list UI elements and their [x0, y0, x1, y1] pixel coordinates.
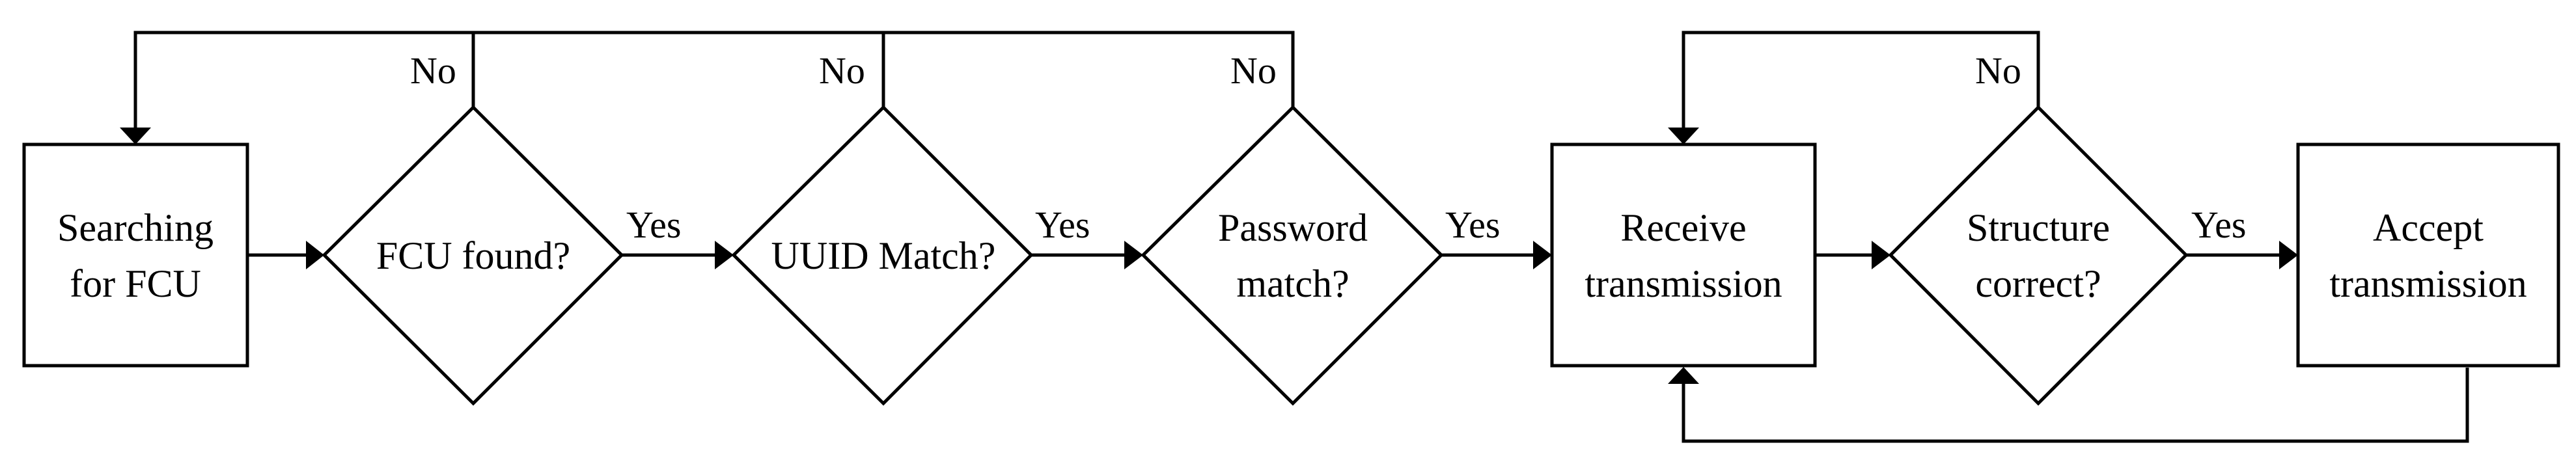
- node-password-match-line-1: Password: [1218, 206, 1368, 249]
- edge-uuid-yes: [1031, 241, 1143, 269]
- node-password-match: Password match?: [1141, 105, 1444, 406]
- node-searching-for-fcu-line-2: for FCU: [70, 262, 201, 305]
- edge-label-fcu-no: No: [410, 49, 456, 92]
- node-receive-transmission-line-2: transmission: [1585, 262, 1782, 305]
- edge-structure-no: [1668, 31, 2040, 144]
- edge-fcu-no: [120, 31, 475, 144]
- edge-accept-to-receive: [1668, 367, 2469, 443]
- node-searching-for-fcu-line-1: Searching: [57, 206, 214, 249]
- edge-fcu-yes: [622, 241, 734, 269]
- node-uuid-match: UUID Match?: [731, 105, 1034, 406]
- edge-password-yes: [1441, 241, 1552, 269]
- edge-structure-yes: [2186, 241, 2298, 269]
- node-accept-transmission-line-2: transmission: [2329, 262, 2527, 305]
- node-receive-transmission: Receive transmission: [1550, 142, 1817, 368]
- node-structure-correct-line-1: Structure: [1967, 206, 2110, 249]
- node-uuid-match-text: UUID Match?: [771, 234, 996, 277]
- node-fcu-found: FCU found?: [322, 105, 624, 406]
- edge-label-fcu-yes: Yes: [626, 204, 681, 246]
- edge-receive-to-structure: [1815, 241, 1890, 269]
- node-structure-correct-line-2: correct?: [1975, 262, 2101, 305]
- node-password-match-line-2: match?: [1236, 262, 1349, 305]
- node-accept-transmission: Accept transmission: [2296, 142, 2560, 368]
- node-fcu-found-text: FCU found?: [376, 234, 570, 277]
- edge-label-password-yes: Yes: [1445, 204, 1500, 246]
- edge-label-password-no: No: [1230, 49, 1277, 92]
- node-searching-for-fcu: Searching for FCU: [22, 142, 249, 368]
- node-structure-correct: Structure correct?: [1888, 105, 2189, 406]
- edge-label-uuid-no: No: [819, 49, 865, 92]
- edge-label-structure-no: No: [1975, 49, 2021, 92]
- node-accept-transmission-line-1: Accept: [2373, 206, 2484, 249]
- node-receive-transmission-line-1: Receive: [1620, 206, 1746, 249]
- edge-password-no: [883, 31, 1295, 107]
- edge-search-to-fcu: [247, 241, 324, 269]
- edge-label-structure-yes: Yes: [2191, 204, 2246, 246]
- edge-label-uuid-yes: Yes: [1035, 204, 1090, 246]
